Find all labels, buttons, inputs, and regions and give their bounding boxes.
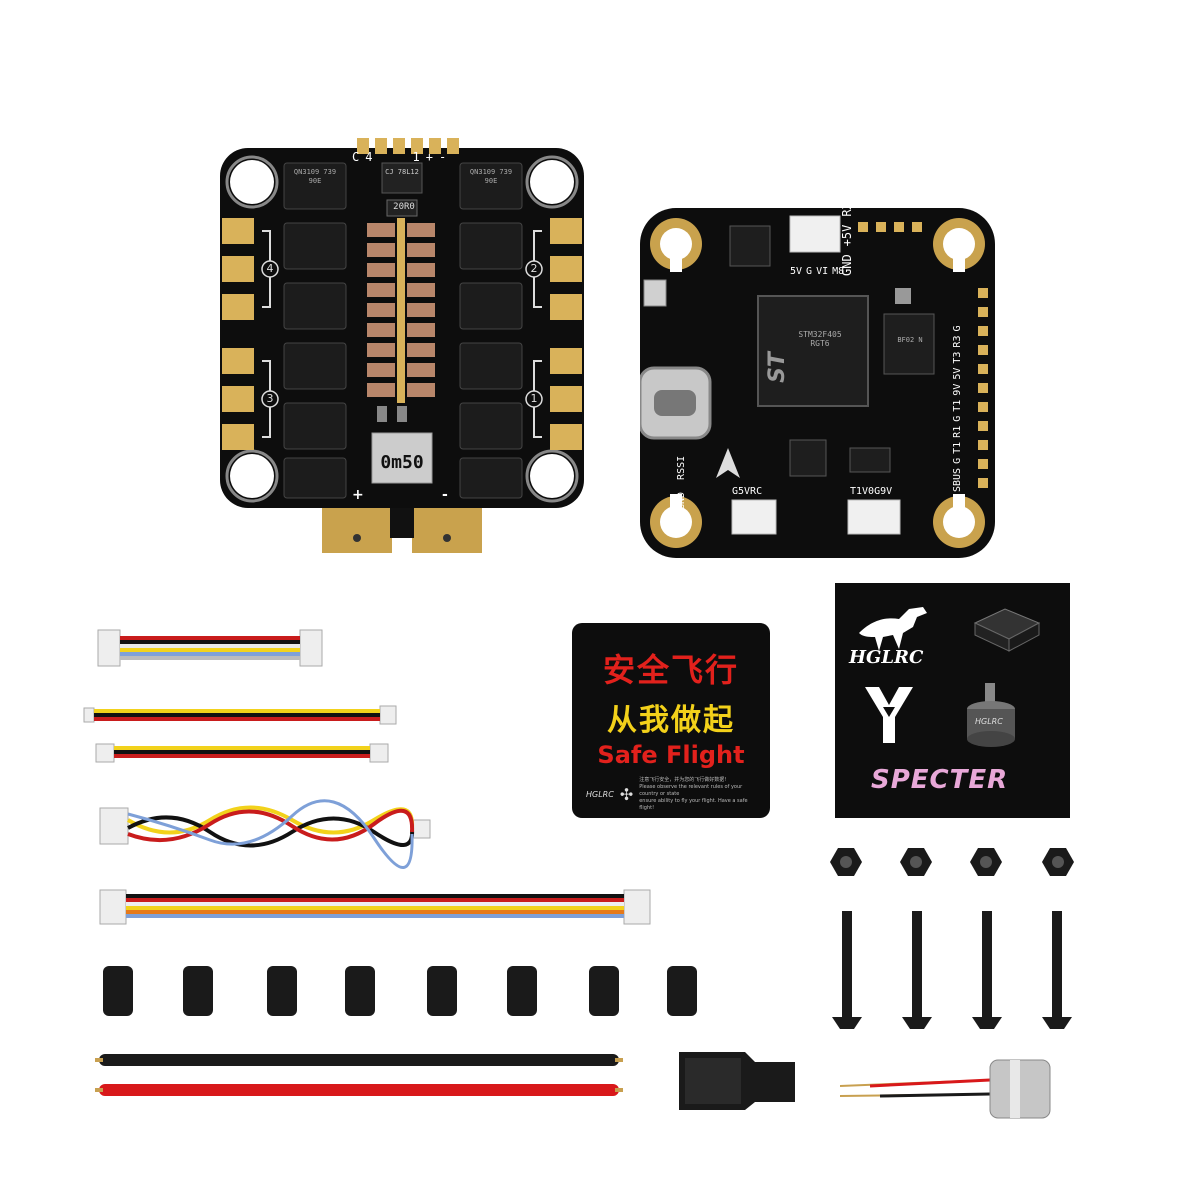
fc-pad-gnd: GND xyxy=(840,254,854,276)
fc-top-pads: 5V G VI M8 xyxy=(790,266,844,277)
xt-connector xyxy=(679,1052,795,1110)
cables-group xyxy=(83,629,651,925)
motor-icon xyxy=(967,683,1015,747)
sticker-small-text: 注意飞行安全，并为您的飞行做好数据! Please observe the re… xyxy=(639,777,760,812)
fc-side-pads: GND +5V RX5 TX5 xyxy=(840,165,854,276)
fc-bottom-mid: G5VRC xyxy=(732,486,763,497)
grommets-row xyxy=(103,966,697,1016)
screws-row xyxy=(832,911,1072,1029)
sticker-footer: HGLRC ✣ 注意飞行安全，并为您的飞行做好数据! Please observ… xyxy=(586,777,760,812)
dino-logo-icon xyxy=(859,607,927,651)
fc-bottom-right: T1V0G9V xyxy=(850,486,893,497)
cable-3wire-1 xyxy=(83,705,397,725)
esc-top-label-c: C xyxy=(352,150,360,164)
esc-top-label-4: 4 xyxy=(365,150,373,164)
fc-pad-sbus: SBUS xyxy=(952,467,963,492)
fc-pad-t3: T3 xyxy=(952,351,963,364)
fc-pad-g1: G xyxy=(952,325,963,332)
sticker-line2: 从我做起 xyxy=(607,703,735,738)
fc-pad-m8: M8 xyxy=(832,266,845,277)
brand-name: HGLRC xyxy=(849,647,924,668)
brand-sticker: HGLRC HGLRC SPECTER xyxy=(835,583,1070,818)
fc-pad-t1b: T1 xyxy=(952,441,963,454)
fc-pad-vi: VI xyxy=(816,266,829,277)
fc-right-pads: SBUS G T1 R1 G T1 9V 5V T3 R3 G xyxy=(952,282,963,492)
mosfet-text: QN3109 739 90E xyxy=(293,168,337,185)
fc-pad-9v: 9V xyxy=(952,383,963,396)
cable-ribbon-2 xyxy=(99,889,651,925)
fc-pad-5vr: 5V xyxy=(952,367,963,380)
fc-pad-gnd-b: GND xyxy=(676,491,687,510)
flight-controller-board xyxy=(640,208,995,558)
esc-board xyxy=(220,138,584,553)
fc-pad-5v: 5V xyxy=(790,266,803,277)
sticker-line1: 安全飞行 xyxy=(602,651,739,689)
fc-pad-g2: G xyxy=(952,415,963,422)
electrolytic-capacitor xyxy=(840,1059,1051,1119)
esc-motor-4: 4 xyxy=(266,262,274,275)
esc-top-label: C 4 1 + - xyxy=(352,150,462,164)
esc-minus-label: - xyxy=(442,487,448,503)
fc-stack-icon xyxy=(973,608,1041,652)
esc-top-label-1: 1 xyxy=(412,150,420,164)
fc-pad-tx5: TX5 xyxy=(840,165,854,187)
esc-mosfet-label: QN3109 739 90E xyxy=(290,168,340,186)
cable-ribbon-1 xyxy=(97,629,323,667)
fc-imu-label: BF02 N xyxy=(897,336,923,344)
esc-motor-2: 2 xyxy=(530,262,538,275)
cable-3wire-2 xyxy=(95,743,389,763)
fc-mcu-label: STM32F405 RGT6 xyxy=(798,330,842,348)
mosfet-text-r: QN3109 739 90E xyxy=(469,168,513,185)
motor-brand-label: HGLRC xyxy=(975,717,1003,726)
fc-pad-rssi: RSSI xyxy=(676,455,687,480)
esc-cap-label: CJ 78L12 xyxy=(385,168,419,176)
esc-plus-label: + xyxy=(352,487,364,503)
fc-bottom-left: GND RSSI xyxy=(676,456,687,510)
sticker-small-2: Please observe the relevant rules of you… xyxy=(639,784,743,797)
sticker-brand: HGLRC xyxy=(586,790,614,799)
power-wires xyxy=(95,1054,623,1096)
esc-shunt-label: 0m50 xyxy=(380,452,424,473)
sticker-small-3: ensure ability to fly your flight. Have … xyxy=(639,798,748,811)
esc-top-label-plus: + xyxy=(425,150,433,164)
fc-pad-r1: R1 xyxy=(952,425,963,438)
hy-logo-icon xyxy=(865,687,913,743)
esc-motor-1: 1 xyxy=(530,392,538,405)
fc-pad-g3: G xyxy=(952,457,963,464)
drone-icon: ✣ xyxy=(619,785,634,804)
esc-mosfet-label-r: QN3109 739 90E xyxy=(466,168,516,186)
fc-pad-rx5: RX5 xyxy=(840,194,854,217)
esc-motor-3: 3 xyxy=(266,392,274,405)
esc-reg-label: 20R0 xyxy=(393,202,415,212)
fc-mcu-brand: ST xyxy=(764,352,790,383)
esc-top-label-minus: - xyxy=(438,150,447,164)
nuts-row xyxy=(830,848,1074,876)
safe-flight-sticker: 安全飞行 从我做起 Safe Flight HGLRC ✣ 注意飞行安全，并为您… xyxy=(572,623,770,818)
fc-pad-r3: R3 xyxy=(952,335,963,348)
fc-pad-t1: T1 xyxy=(952,399,963,412)
sticker-line3: Safe Flight xyxy=(597,741,745,769)
fc-pad-plus5v: +5V xyxy=(840,224,854,247)
product-name: SPECTER xyxy=(871,765,1009,795)
fc-pad-g: G xyxy=(806,266,813,277)
cable-twisted xyxy=(99,799,431,869)
sticker-small-1: 注意飞行安全，并为您的飞行做好数据! xyxy=(639,777,727,783)
